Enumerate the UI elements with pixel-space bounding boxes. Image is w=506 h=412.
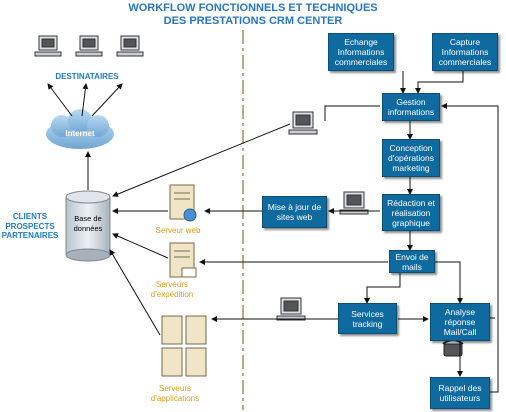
diagram-title-line1: WORKFLOW FONCTIONNELS ET TECHNIQUES (128, 2, 378, 14)
computer-icon (288, 111, 318, 135)
label-clients-line1: CLIENTS (12, 212, 48, 221)
mail-server-icon (169, 242, 197, 278)
internet-cloud-icon (46, 109, 114, 149)
box-capture-informations: Capture Informations commerciales (432, 33, 498, 71)
box-conception-operations: Conception d'opérations marketing (382, 139, 440, 177)
box-analyse-reponse: Analyse réponse Mail/Call (430, 303, 490, 341)
label-serveur-web: Serveur web (155, 226, 201, 235)
computer-icon (276, 297, 306, 321)
label-clients: CLIENTS PROSPECTS PARTENAIRES (0, 212, 60, 241)
label-database-line1: Base de (74, 214, 102, 223)
label-clients-line2: PROSPECTS (5, 221, 55, 231)
label-clients-line3: PARTENAIRES (1, 231, 59, 240)
label-internet: Internet (65, 129, 95, 138)
box-envoi-mails: Envoi de mails (389, 250, 435, 273)
computer-icon (75, 35, 103, 57)
label-database: Base de données (66, 214, 110, 233)
box-services-tracking: Services tracking (338, 303, 397, 334)
label-serveurs-expedition-line1: Serveurs (155, 280, 188, 289)
web-server-icon (169, 184, 197, 222)
label-serveurs-expedition-line2: d'expédition (150, 289, 194, 299)
computer-icon (116, 35, 144, 57)
database-icon (65, 190, 111, 262)
box-mise-a-jour-sites: Mise à jour de sites web (262, 196, 327, 228)
computer-icon (339, 191, 369, 215)
label-serveurs-expedition: Serveurs d'expédition (142, 280, 202, 299)
label-serveurs-applications: Serveurs d'applications (140, 384, 210, 403)
box-gestion-informations: Gestion informations (382, 93, 440, 121)
box-echange-informations: Echange Informations commerciales (328, 33, 394, 71)
application-servers-icon (161, 315, 207, 377)
diagram-title-line2: DES PRESTATIONS CRM CENTER (163, 15, 343, 27)
box-rappel-utilisateurs: Rappel des utilisateurs (430, 377, 490, 409)
box-redaction-realisation: Rédaction et réalisation graphique (382, 194, 440, 231)
label-serveurs-applications-line2: d'applications (150, 393, 200, 403)
label-destinataires: DESTINATAIRES (55, 72, 119, 81)
label-serveurs-applications-line1: Serveurs (158, 384, 191, 393)
computer-icon (34, 35, 62, 57)
label-database-line2: données (73, 223, 103, 233)
